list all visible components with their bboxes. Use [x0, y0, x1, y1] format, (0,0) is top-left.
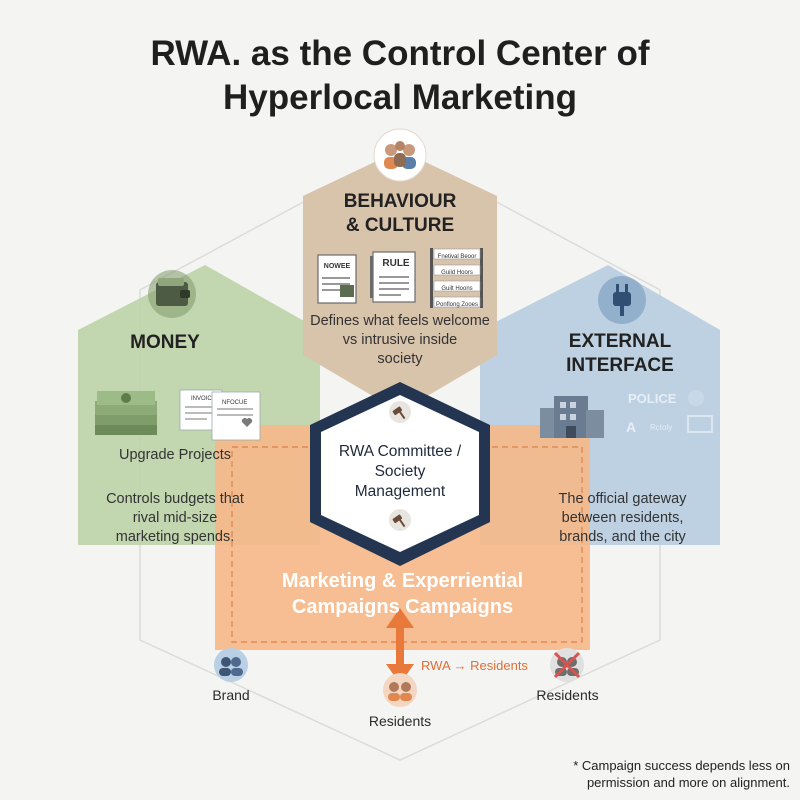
center-label-line: RWA Committee / — [338, 443, 462, 460]
invoice-label: NFOCUE — [222, 400, 247, 406]
gavel-icon — [389, 509, 411, 531]
behaviour-description: Defines what feels welcome vs intrusive … — [300, 312, 500, 369]
external-description: The official gateway between residents, … — [530, 490, 715, 547]
logo-a-icon: A — [626, 419, 636, 435]
campaign-label-line: Marketing & Experriential — [281, 570, 524, 592]
center-label-line: Society — [374, 463, 426, 480]
center-label: RWA Committee / Society Management — [320, 442, 480, 502]
rule-book-icon — [370, 251, 416, 303]
invoice-icon — [211, 391, 261, 441]
title-line: Hyperlocal Marketing — [223, 78, 577, 117]
partner-logo-label: Rctoly — [650, 423, 672, 432]
brand-icon — [214, 648, 248, 682]
money-description: Controls budgets that rival mid-size mar… — [85, 490, 265, 547]
rule-book-label: RULE — [382, 258, 410, 269]
invoice-label: INVOICE — [191, 396, 216, 402]
flow-label: RWA → Residents — [421, 658, 528, 673]
rules-list-icon — [430, 248, 483, 308]
partner-logo-icon — [687, 415, 713, 433]
residents-right-label: Residents — [536, 687, 599, 703]
notice-document-label: NOWEE — [324, 263, 351, 270]
money-heading: MONEY — [130, 332, 200, 353]
money-description-line: marketing spends. — [115, 529, 235, 545]
external-description-line: between residents, — [561, 510, 684, 526]
external-heading-line: EXTERNAL — [568, 331, 672, 352]
rules-list-item: Guilt Hoons — [441, 286, 472, 292]
footnote-line: * Campaign success depends less on — [573, 758, 790, 773]
behaviour-heading-line: BEHAVIOUR — [343, 191, 457, 212]
behaviour-description-line: vs intrusive inside — [342, 332, 458, 348]
residents-icon — [383, 673, 417, 707]
community-people-icon — [373, 128, 427, 182]
police-label: POLICE — [628, 391, 677, 406]
external-heading: EXTERNAL INTERFACE — [540, 330, 700, 378]
badge-icon — [688, 390, 704, 406]
behaviour-heading: BEHAVIOUR & CULTURE — [300, 190, 500, 238]
title-line: RWA. as the Control Center of — [150, 34, 650, 73]
money-description-line: rival mid-size — [132, 510, 218, 526]
notice-document-icon — [317, 254, 357, 304]
external-heading-line: INTERFACE — [566, 355, 674, 376]
page-title: RWA. as the Control Center of Hyperlocal… — [0, 32, 800, 120]
behaviour-description-line: Defines what feels welcome — [310, 313, 490, 329]
campaign-label: Marketing & Experriential Campaigns Camp… — [215, 568, 590, 620]
behaviour-description-line: society — [377, 351, 423, 367]
rules-list-item: Ponflong Zooes — [436, 302, 478, 308]
rules-list-item: Guild Hoors — [441, 270, 473, 276]
city-buildings-icon — [540, 396, 604, 438]
center-label-line: Management — [354, 483, 446, 500]
outer-hexagon-guide — [139, 149, 661, 761]
rules-list-item: Fnetival Beoor — [438, 254, 477, 260]
campaign-label-line: Campaigns Campaigns — [291, 596, 514, 618]
cash-stack-icon — [95, 391, 157, 435]
footnote-line: permission and more on alignment. — [586, 775, 790, 790]
center-hexagon-inner — [321, 395, 479, 552]
residents-blocked-icon — [550, 648, 584, 682]
upgrade-projects-label: Upgrade Projects — [118, 447, 232, 463]
behaviour-heading-line: & CULTURE — [345, 215, 455, 236]
footnote: * Campaign success depends less on permi… — [540, 757, 790, 791]
wallet-icon — [148, 270, 196, 318]
external-description-line: brands, and the city — [559, 529, 686, 545]
plug-icon — [598, 276, 646, 324]
residents-bottom-label: Residents — [368, 713, 432, 729]
gavel-icon — [389, 401, 411, 423]
money-description-line: Controls budgets that — [106, 491, 244, 507]
external-description-line: The official gateway — [558, 491, 687, 507]
brand-node-label: Brand — [212, 687, 250, 703]
